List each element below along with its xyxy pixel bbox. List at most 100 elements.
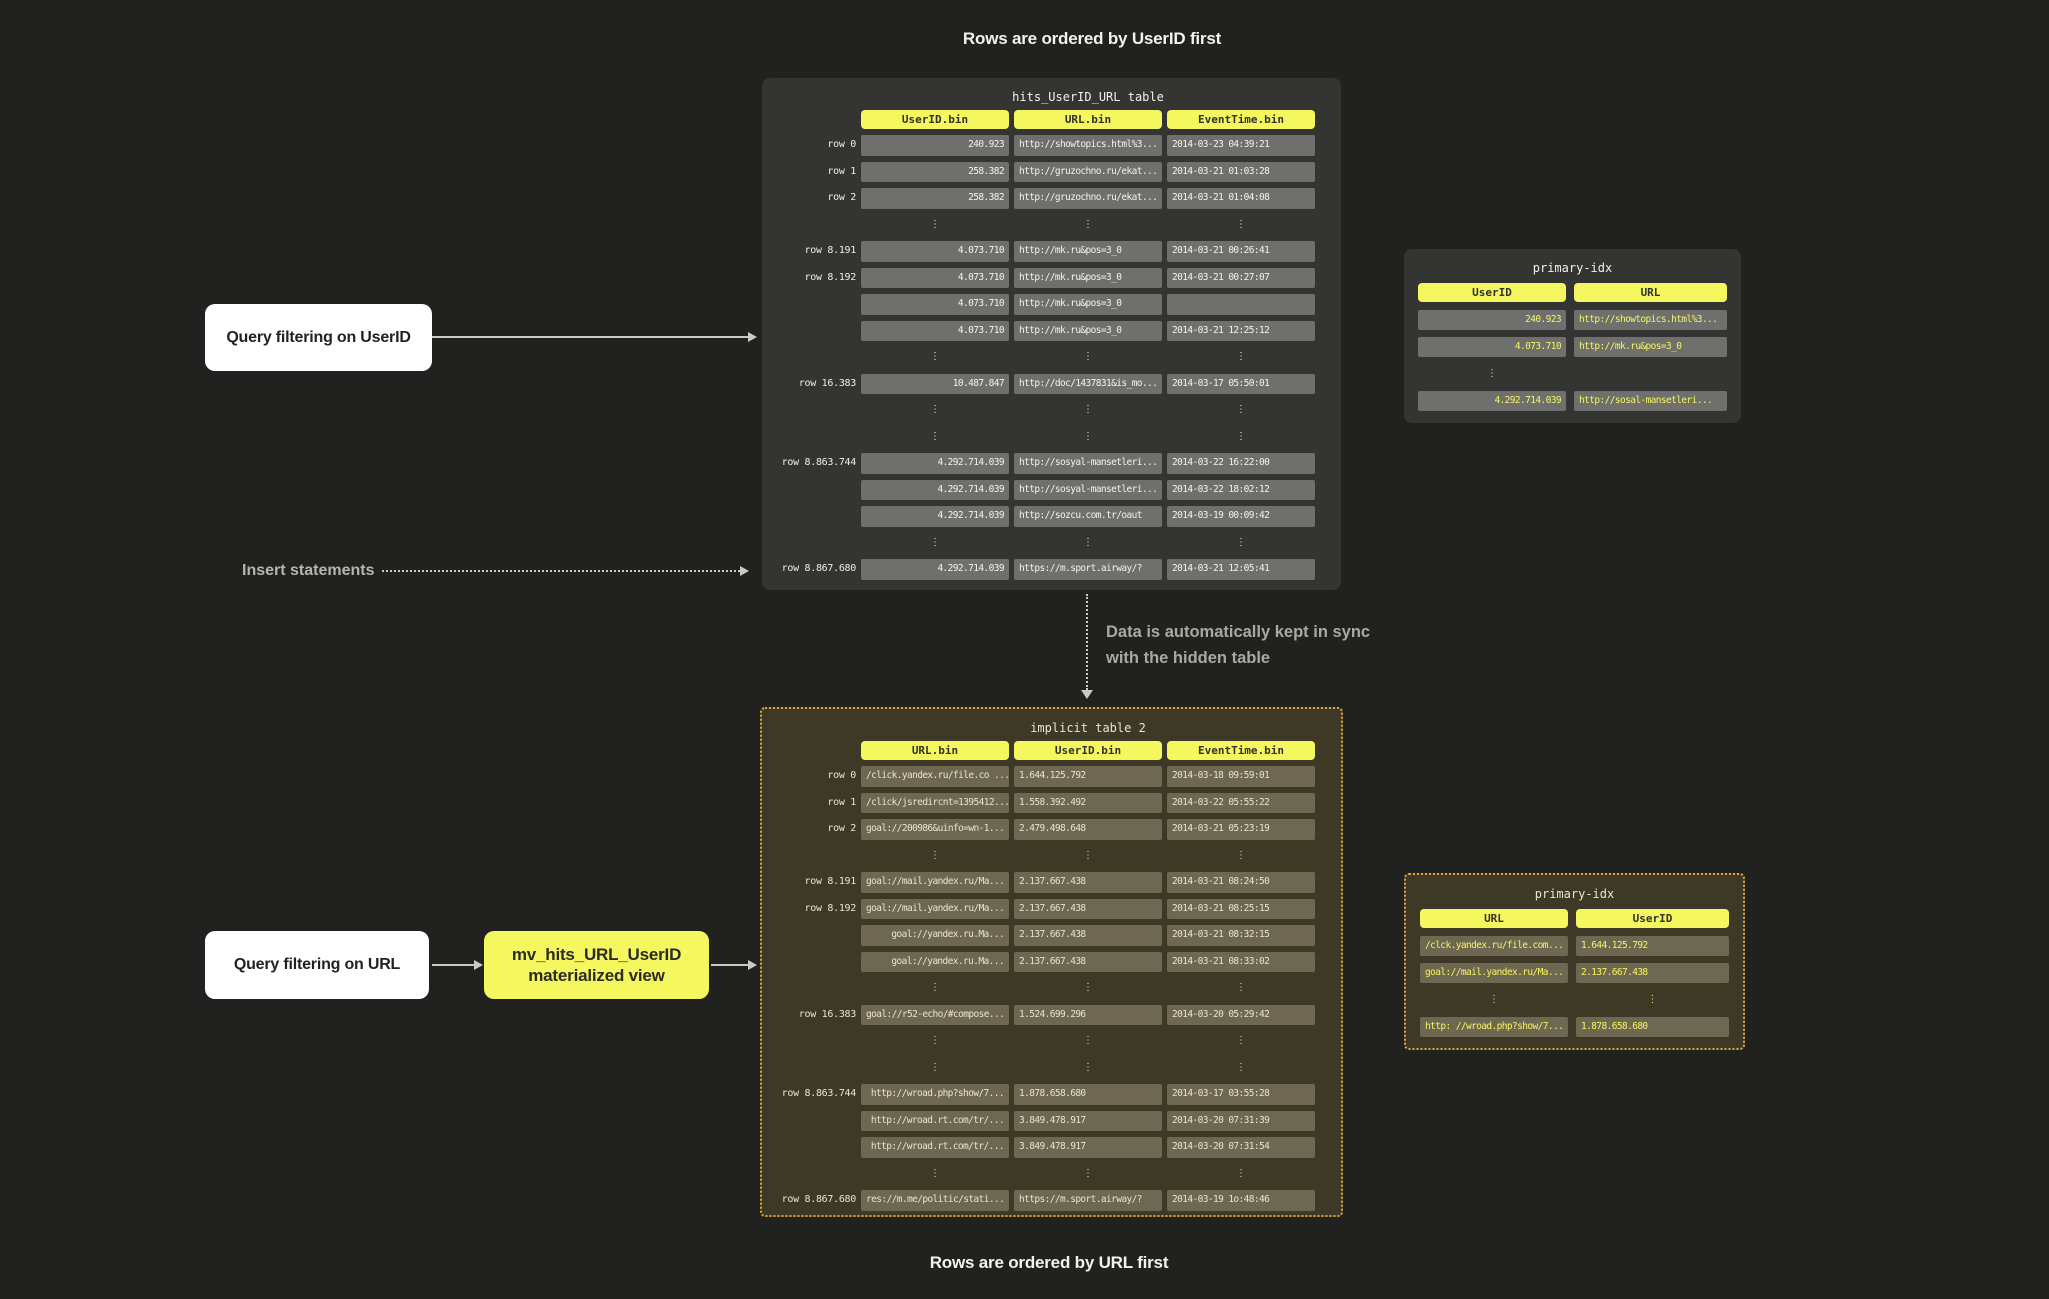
ellipsis: ⋮ (930, 1061, 940, 1073)
table-cell: http://showtopics.html%3... (1574, 310, 1727, 330)
table-cell (1167, 294, 1315, 315)
ellipsis: ⋮ (1236, 982, 1246, 993)
table-row: goal://mail.yandex.ru/Ma...2.137.667.438 (1406, 963, 1743, 983)
ellipsis-row: ⋮⋮⋮ (762, 347, 1341, 368)
table-cell: 2014-03-21 00:27:07 (1167, 267, 1315, 288)
insert-statements-label: Insert statements (242, 562, 375, 579)
row-label: row 8.863.744 (781, 457, 857, 468)
table-row: row 1/click/jsredircnt=1395412...1.558.3… (762, 792, 1341, 813)
table-cell: 2014-03-22 05:55:22 (1167, 792, 1315, 813)
table-cell: 2014-03-22 18:02:12 (1167, 479, 1315, 500)
ellipsis: ⋮ (1083, 536, 1093, 548)
ellipsis: ⋮ (1083, 1035, 1093, 1046)
table-cell: http://wroad.php?show/7... (861, 1084, 1009, 1105)
table-cell: 2014-03-21 08:33:02 (1167, 951, 1315, 972)
row-label: row 8.867.680 (781, 1194, 857, 1205)
table-cell: http://sozcu.com.tr/oaut (1014, 506, 1162, 527)
ellipsis: ⋮ (930, 1035, 940, 1046)
column-header: UserID.bin (861, 110, 1009, 129)
ellipsis-row: ⋮⋮⋮ (762, 427, 1341, 448)
ellipsis: ⋮ (930, 218, 940, 230)
table-title: implicit table 2 (1030, 721, 1146, 735)
table-cell: 2.137.667.438 (1014, 872, 1162, 893)
table-cell: 1.878.658.680 (1576, 1017, 1729, 1037)
row-label (770, 978, 856, 999)
ellipsis: ⋮ (1236, 218, 1246, 230)
table-cell: 240.923 (1418, 310, 1566, 330)
row-label-spacer (770, 741, 856, 762)
ellipsis: ⋮ (1236, 1061, 1246, 1073)
table-cell: 2014-03-17 05:50:01 (1167, 373, 1315, 394)
bottom-title: Rows are ordered by URL first (929, 1253, 1169, 1272)
table-cell: /click.yandex.ru/file.co ... (861, 766, 1009, 787)
table-cell: 4.073.710 (861, 241, 1009, 262)
ellipsis: ⋮ (1083, 849, 1093, 861)
query-url-label: Query filtering on URL (233, 956, 401, 973)
row-label: row 8.867.680 (781, 563, 857, 574)
table-cell: http://gruzochno.ru/ekat... (1014, 188, 1162, 209)
table-cell: http://sosyal-mansetleri... (1014, 479, 1162, 500)
ellipsis: ⋮ (930, 404, 940, 415)
table-row: http: //wroad.php?show/7... 1.878.658.680 (1406, 1017, 1743, 1037)
row-label: row 0 (827, 770, 856, 781)
table-cell: goal://r52-echo/#compose... (861, 1004, 1009, 1025)
ellipsis-row: ⋮⋮⋮ (762, 1031, 1341, 1052)
row-label (770, 215, 856, 236)
query-userid-arrow (432, 336, 748, 338)
row-label: row 0 (827, 139, 856, 150)
column-header: URL.bin (1014, 110, 1162, 129)
row-label (770, 294, 856, 315)
table-cell: 2014-03-21 08:25:15 (1167, 898, 1315, 919)
arrow-right-icon (474, 960, 483, 970)
table-cell: 2014-03-21 00:26:41 (1167, 241, 1315, 262)
column-header: URL (1420, 909, 1568, 928)
query-userid-label: Query filtering on UserID (226, 328, 411, 346)
ellipsis: ⋮ (1236, 430, 1246, 442)
row-label (770, 846, 856, 867)
ellipsis: ⋮ (930, 982, 940, 993)
row-label: row 2 (827, 823, 856, 834)
column-header: UserID.bin (1014, 741, 1162, 760)
row-label (770, 1164, 856, 1185)
mv-subtitle: materialized view (528, 966, 665, 985)
table-cell: https://m.sport.airway/? (1014, 1190, 1162, 1211)
table-cell: 4.292.714.039 (1418, 391, 1566, 411)
table-cell: 4.292.714.039 (861, 453, 1009, 474)
row-label (770, 506, 856, 527)
table-cell: 2014-03-19 1o:48:46 (1167, 1190, 1315, 1211)
table-cell: 2014-03-20 05:29:42 (1167, 1004, 1315, 1025)
table-cell: http://wroad.rt.com/tr/... (861, 1137, 1009, 1158)
top-title: Rows are ordered by UserID first (962, 29, 1222, 48)
sync-note: Data is automatically kept in sync with … (1106, 619, 1406, 671)
table-cell: /clck.yandex.ru/file.com... (1420, 936, 1568, 956)
row-label (770, 1031, 856, 1052)
row-label: row 8.191 (804, 876, 857, 887)
row-label: row 8.192 (804, 902, 857, 914)
materialized-view-arrow (711, 964, 748, 966)
table-cell: goal://yandex.ru.Ma... (861, 925, 1009, 946)
materialized-view-box: mv_hits_URL_UserID materialized view (484, 931, 709, 999)
row-label (770, 347, 856, 368)
sync-arrow (1086, 594, 1088, 690)
ellipsis: ⋮ (1236, 351, 1246, 362)
table-cell: 2014-03-21 05:23:19 (1167, 819, 1315, 840)
table-cell: http: //wroad.php?show/7... (1420, 1017, 1568, 1037)
